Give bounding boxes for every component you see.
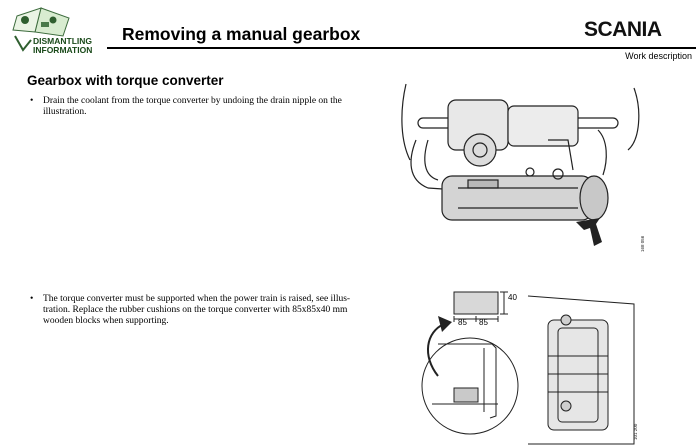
dismantling-information-logo: DISMANTLING INFORMATION: [11, 6, 106, 62]
header-tag: Work description: [625, 51, 692, 61]
page-title: Removing a manual gearbox: [122, 24, 361, 44]
dimension-width: 85: [479, 318, 488, 327]
logo-text: DISMANTLING INFORMATION: [33, 37, 92, 55]
section-heading: Gearbox with torque converter: [27, 73, 224, 88]
torque-converter-illustration: [398, 80, 642, 246]
support-blocks-drawing: [421, 291, 635, 445]
dimension-width: 85: [458, 318, 467, 327]
logo-line-2: INFORMATION: [33, 45, 93, 55]
torque-converter-drawing: [401, 83, 640, 246]
dimension-height: 40: [508, 293, 517, 302]
instruction-item: • Drain the coolant from the torque conv…: [30, 96, 366, 118]
arrow-icon: [576, 218, 602, 246]
instruction-text: Drain the coolant from the torque conver…: [43, 96, 342, 117]
instruction-text: The torque converter must be supported w…: [43, 294, 351, 326]
bullet-mark: •: [30, 294, 34, 304]
support-blocks-illustration: [398, 286, 642, 446]
figure-code: 168 056: [640, 235, 645, 252]
instruction-item: • The torque converter must be supported…: [30, 294, 366, 327]
bullet-mark: •: [30, 96, 34, 106]
arrow-icon: [438, 316, 452, 332]
logo-graphic-icon: [12, 7, 70, 52]
brand-logo: SCANIA: [584, 18, 662, 41]
logo-line-1: DISMANTLING: [33, 36, 93, 46]
figure-code: 101 200: [633, 423, 638, 440]
header-divider: [107, 47, 696, 49]
